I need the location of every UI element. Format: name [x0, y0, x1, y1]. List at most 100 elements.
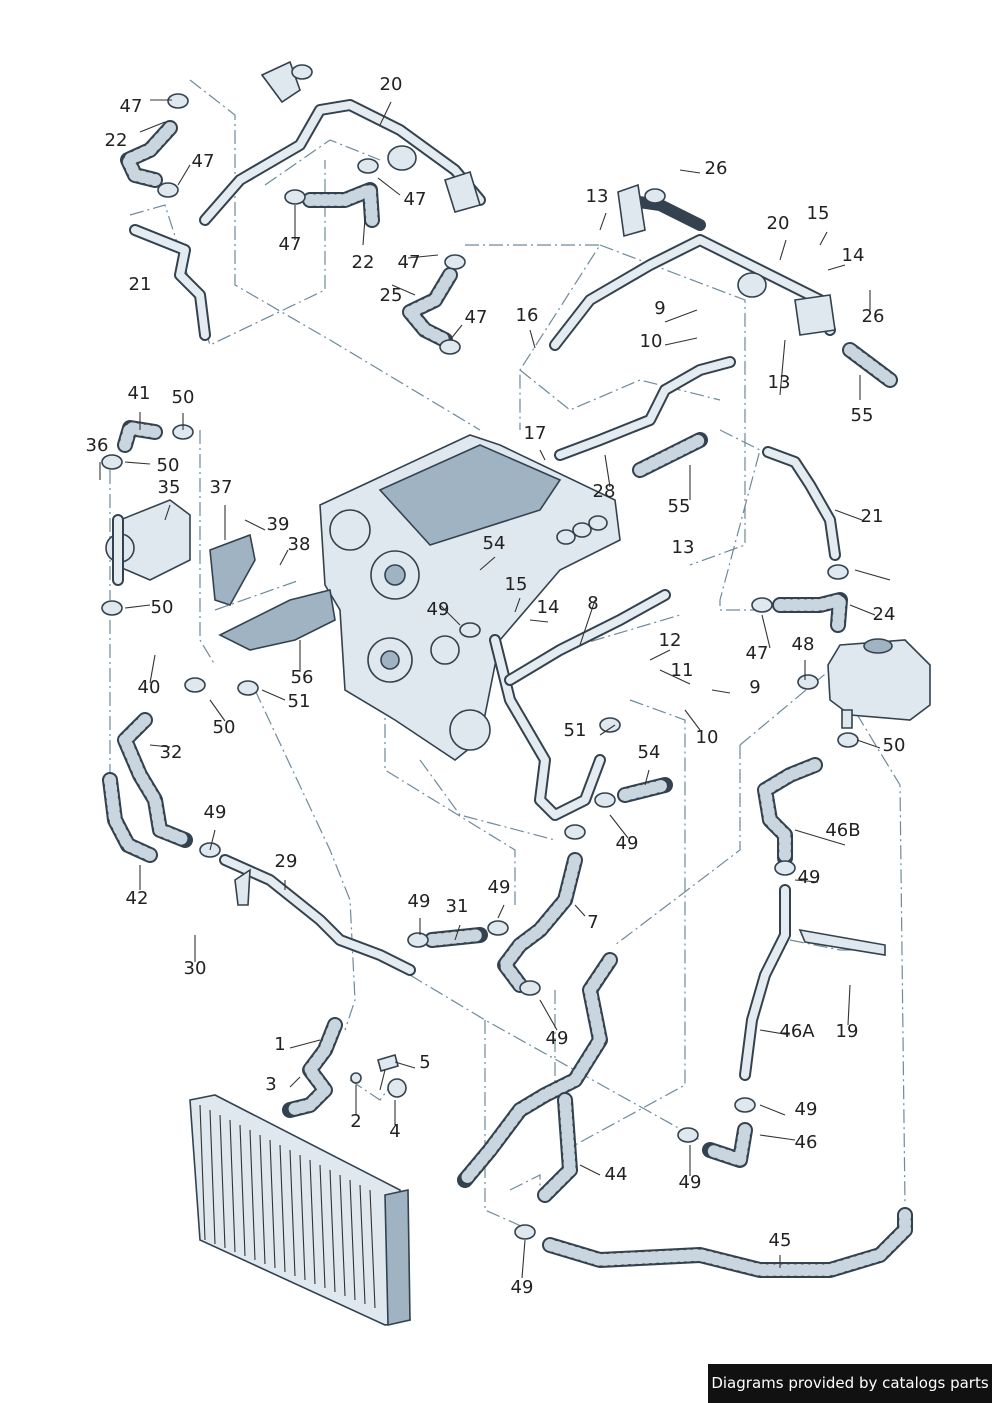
hose-54-right: [617, 777, 673, 803]
callout-20: 20: [380, 74, 403, 95]
pipe-21-right: [762, 446, 841, 561]
callout-leaders: [99, 99, 891, 1279]
hose-7: [497, 852, 583, 993]
callout-48: 48: [792, 634, 815, 655]
callout-leader-line: [261, 689, 286, 701]
callout-leader-line: [679, 169, 701, 174]
callout-50: 50: [157, 455, 180, 476]
callout-leader-line: [391, 284, 416, 296]
callout-21: 21: [861, 506, 884, 527]
callout-32: 32: [160, 742, 183, 763]
hose-46a: [739, 884, 886, 1081]
callout-leader-line: [289, 1039, 321, 1049]
callout-1: 1: [274, 1034, 285, 1055]
hose-clamp: [101, 600, 123, 616]
callout-49: 49: [488, 877, 511, 898]
hose-46: [702, 1122, 753, 1168]
callout-leader-line: [794, 829, 846, 846]
bracket-56: [218, 589, 336, 651]
hose-clamp: [459, 622, 481, 638]
callout-16: 16: [516, 305, 539, 326]
callout-44: 44: [605, 1164, 628, 1185]
callout-leader-line: [664, 309, 698, 323]
callout-leader-line: [847, 984, 851, 1026]
assembly-guide-lines: [109, 79, 906, 1231]
hose-clamp: [101, 454, 123, 470]
callout-26: 26: [862, 306, 885, 327]
callout-49: 49: [798, 867, 821, 888]
callout-47: 47: [465, 307, 488, 328]
callout-leader-line: [794, 879, 819, 883]
hose-clamp: [184, 677, 206, 693]
coolant-pipe-20-left: [199, 60, 486, 226]
callout-leader-line: [827, 264, 846, 271]
callout-leader-line: [362, 217, 366, 246]
hose-clamp: [157, 182, 179, 198]
callout-leader-line: [521, 1239, 526, 1279]
callout-45: 45: [769, 1230, 792, 1251]
hose-24: [772, 592, 848, 633]
callout-leader-line: [579, 1164, 601, 1176]
hose-clamp: [444, 254, 466, 270]
callout-50: 50: [883, 735, 906, 756]
callout-leader-line: [649, 649, 671, 661]
callout-leader-line: [394, 1061, 416, 1069]
callout-12: 12: [659, 630, 682, 651]
hose-clamp: [514, 1224, 536, 1240]
hose-clamp: [284, 189, 306, 205]
callout-49: 49: [511, 1277, 534, 1298]
sensor-5: [377, 1054, 399, 1072]
hose-22-center: [302, 182, 380, 228]
callout-leader-line: [379, 101, 392, 126]
callout-leader-line: [819, 231, 828, 246]
callout-46b: 46B: [825, 820, 860, 841]
callout-55: 55: [851, 405, 874, 426]
callout-50: 50: [151, 597, 174, 618]
callout-54: 54: [638, 742, 661, 763]
callout-25: 25: [380, 285, 403, 306]
pipe-28: [554, 356, 736, 461]
callout-leader-line: [574, 904, 586, 917]
callout-leader-line: [379, 1069, 386, 1091]
callout-leader-line: [514, 597, 521, 613]
callout-leader-line: [849, 604, 876, 616]
callout-leader-line: [599, 724, 616, 736]
ring-2: [350, 1072, 362, 1084]
callout-40: 40: [138, 677, 161, 698]
callout-leader-line: [289, 1076, 301, 1088]
callout-leader-line: [779, 339, 786, 396]
hose-55-upper: [842, 342, 898, 388]
callout-leader-line: [711, 689, 731, 694]
callout-35: 35: [158, 477, 181, 498]
callout-47: 47: [746, 643, 769, 664]
callout-13: 13: [586, 186, 609, 207]
hose-55-middle: [632, 432, 708, 478]
hose-clamp: [797, 674, 819, 690]
expansion-tank: [827, 638, 931, 729]
pipe-8: [489, 589, 671, 821]
callout-13: 13: [672, 537, 695, 558]
callout-leader-line: [149, 654, 156, 684]
hose-clamp: [357, 158, 379, 174]
callout-39: 39: [267, 514, 290, 535]
callout-19: 19: [836, 1021, 859, 1042]
callout-10: 10: [640, 331, 663, 352]
callout-leader-line: [684, 709, 701, 731]
pipe-21-left: [129, 224, 211, 341]
hose-22-left: [120, 120, 178, 188]
callout-51: 51: [288, 691, 311, 712]
callout-47: 47: [404, 189, 427, 210]
callout-leader-line: [164, 504, 171, 521]
plug-4: [387, 1078, 407, 1098]
hose-clamps: [101, 93, 859, 1240]
callout-49: 49: [408, 891, 431, 912]
callout-8: 8: [587, 593, 598, 614]
callout-28: 28: [593, 481, 616, 502]
callout-leader-line: [664, 337, 698, 346]
callout-41: 41: [128, 383, 151, 404]
callout-49: 49: [795, 1099, 818, 1120]
callout-4: 4: [389, 1121, 400, 1142]
callout-leader-line: [177, 164, 191, 186]
callout-labels: 1234578991010111213131314141515161719202…: [86, 74, 906, 1298]
